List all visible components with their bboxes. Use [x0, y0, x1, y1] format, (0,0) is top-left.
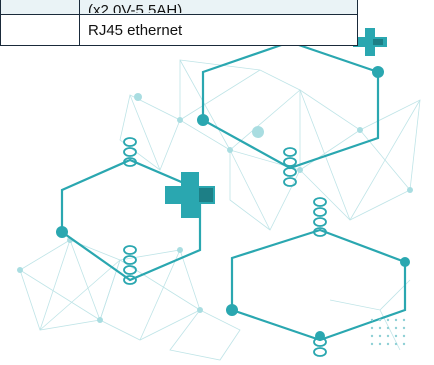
- ethernet-spec-text: RJ45 ethernet: [79, 14, 358, 46]
- hexagon-top: [197, 40, 384, 170]
- mesh-background: [19, 59, 421, 361]
- table-cell-label: [0, 0, 80, 15]
- spec-table: (x2 0V-5.5AH) RJ45 ethernet: [0, 0, 358, 46]
- plus-cross-icon: [165, 28, 387, 218]
- table-row: (x2 0V-5.5AH): [0, 0, 358, 15]
- dot-grid-pattern: [370, 318, 406, 346]
- table-cell-label: [0, 14, 80, 46]
- hexagon-bottom-right: [226, 228, 410, 342]
- table-cell-value: (x2 0V-5.5AH): [79, 0, 358, 15]
- hexagon-middle-left: [56, 158, 202, 282]
- chain-links-icon: [123, 15, 327, 357]
- battery-spec-text: (x2 0V-5.5AH): [88, 2, 183, 13]
- table-row: RJ45 ethernet: [0, 14, 358, 46]
